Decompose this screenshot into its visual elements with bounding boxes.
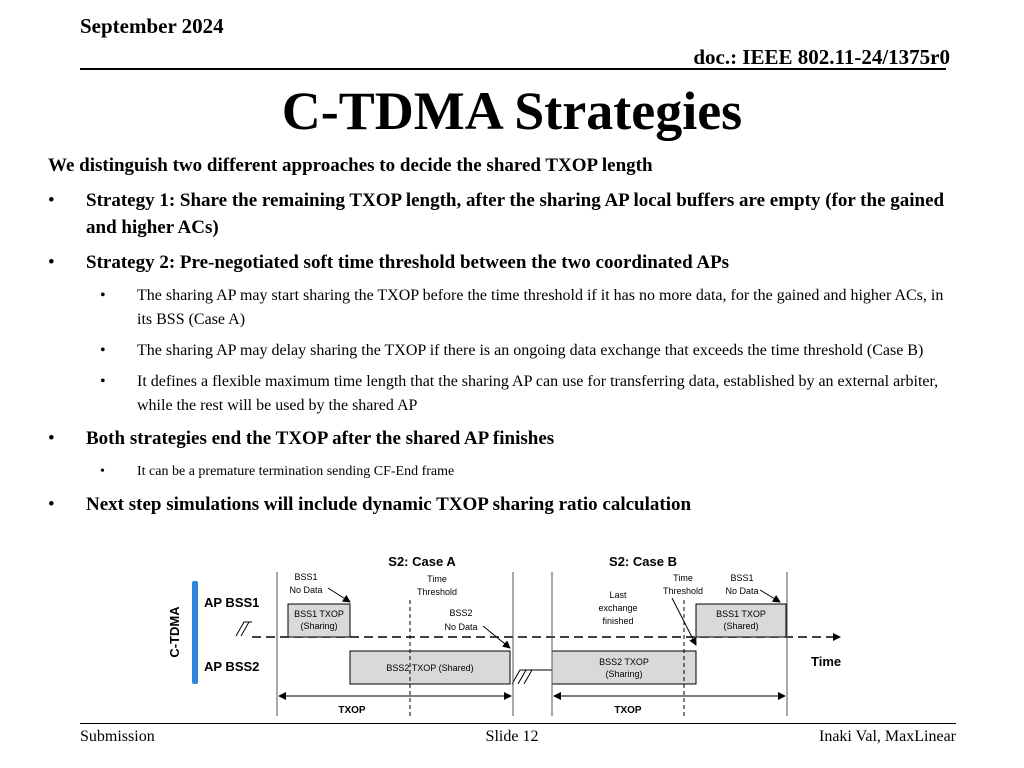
footer-rule [80, 723, 956, 724]
bullet-strategy-1: • Strategy 1: Share the remaining TXOP le… [48, 187, 948, 241]
bullet-dot: • [100, 342, 106, 359]
box-text: BSS2 TXOP [599, 657, 649, 667]
annotation-bss1-no-data-a: BSS1 No Data [289, 572, 351, 603]
annotation-text: BSS1 [294, 572, 317, 582]
annotation-text: finished [602, 616, 633, 626]
box-text: (Sharing) [605, 669, 642, 679]
box-text: (Shared) [723, 621, 758, 631]
annotation-time-threshold-a: Time Threshold [417, 574, 457, 597]
case-a-label: S2: Case A [388, 554, 456, 569]
ap-bss1-label: AP BSS1 [204, 595, 259, 610]
bullet-text: It defines a flexible maximum time lengt… [137, 373, 939, 414]
time-axis-label: Time [811, 654, 841, 669]
txop-label: TXOP [338, 705, 366, 716]
bullet-dot: • [100, 287, 106, 304]
bullet-text: Strategy 2: Pre-negotiated soft time thr… [86, 252, 730, 273]
box-bss1-shared: BSS1 TXOP (Shared) [695, 603, 787, 638]
bullet-text: The sharing AP may start sharing the TXO… [137, 287, 944, 328]
bullet-both-strategies: • Both strategies end the TXOP after the … [48, 425, 948, 452]
ctdma-axis-label: C-TDMA [167, 606, 182, 658]
ap-bss2-label: AP BSS2 [204, 659, 259, 674]
footer-author: Inaki Val, MaxLinear [819, 728, 956, 745]
annotation-text: Last [609, 590, 627, 600]
header-doc-id: doc.: IEEE 802.11-24/1375r0 [693, 45, 950, 69]
bullet-next-step: • Next step simulations will include dyna… [48, 491, 948, 518]
intro-text: We distinguish two different approaches … [48, 155, 653, 176]
bullet-text: Strategy 1: Share the remaining TXOP len… [86, 190, 945, 238]
header-rule [80, 68, 946, 70]
bullet-dot: • [100, 373, 106, 390]
annotation-text: Time [673, 573, 693, 583]
bullet-text: Both strategies end the TXOP after the s… [86, 428, 555, 449]
sub-bullet-case-a: • The sharing AP may start sharing the TX… [48, 284, 948, 332]
bullet-dot: • [48, 252, 55, 273]
sub-bullet-cf-end: • It can be a premature termination sendi… [48, 460, 948, 484]
box-bss1-sharing: BSS1 TXOP (Sharing) [287, 603, 351, 638]
ctdma-timing-diagram: S2: Case A S2: Case B C-TDMA AP BSS1 AP … [167, 554, 841, 716]
annotation-bss2-no-data: BSS2 No Data [444, 608, 511, 649]
slide-title: C-TDMA Strategies [281, 81, 743, 141]
annotation-text: Threshold [417, 587, 457, 597]
txop-span-b: TXOP [553, 692, 786, 716]
annotation-last-exchange: Last exchange finished [598, 590, 637, 626]
slide-body: We distinguish two different approaches … [48, 153, 948, 526]
mid-ticks [511, 669, 552, 685]
txop-label: TXOP [614, 705, 642, 716]
txop-span-a: TXOP [278, 692, 512, 716]
box-bss2-sharing: BSS2 TXOP (Sharing) [551, 650, 697, 685]
box-text: BSS1 TXOP [294, 609, 344, 619]
bullet-strategy-2: • Strategy 2: Pre-negotiated soft time th… [48, 249, 948, 276]
annotation-text: No Data [725, 586, 758, 596]
box-text: BSS2 TXOP (Shared) [386, 663, 473, 673]
annotation-text: BSS2 [449, 608, 472, 618]
sub-bullet-case-b: • The sharing AP may delay sharing the TX… [48, 339, 948, 363]
box-text: BSS1 TXOP [716, 609, 766, 619]
bullet-dot: • [48, 494, 55, 515]
case-b-label: S2: Case B [609, 554, 677, 569]
bullet-text: The sharing AP may delay sharing the TXO… [137, 342, 924, 359]
bullet-dot: • [100, 464, 105, 479]
ap-blue-bar [192, 581, 198, 684]
footer-slide-number: Slide 12 [485, 728, 539, 745]
annotation-text: No Data [444, 622, 477, 632]
bullet-dot: • [48, 428, 55, 449]
annotation-text: exchange [598, 603, 637, 613]
bullet-text: Next step simulations will include dynam… [86, 494, 692, 515]
annotation-text: BSS1 [730, 573, 753, 583]
bullet-text: It can be a premature termination sendin… [137, 464, 455, 479]
sub-bullet-max-time: • It defines a flexible maximum time leng… [48, 370, 948, 418]
annotation-text: Time [427, 574, 447, 584]
header-date: September 2024 [80, 14, 224, 38]
bullet-dot: • [48, 190, 55, 211]
annotation-text: Threshold [663, 586, 703, 596]
box-bss2-shared: BSS2 TXOP (Shared) [349, 650, 511, 685]
annotation-bss1-no-data-b: BSS1 No Data [725, 573, 781, 603]
start-ticks [235, 621, 252, 637]
box-text: (Sharing) [300, 621, 337, 631]
footer-submission: Submission [80, 728, 155, 745]
annotation-time-threshold-b: Time Threshold [663, 573, 703, 646]
annotation-text: No Data [289, 585, 322, 595]
